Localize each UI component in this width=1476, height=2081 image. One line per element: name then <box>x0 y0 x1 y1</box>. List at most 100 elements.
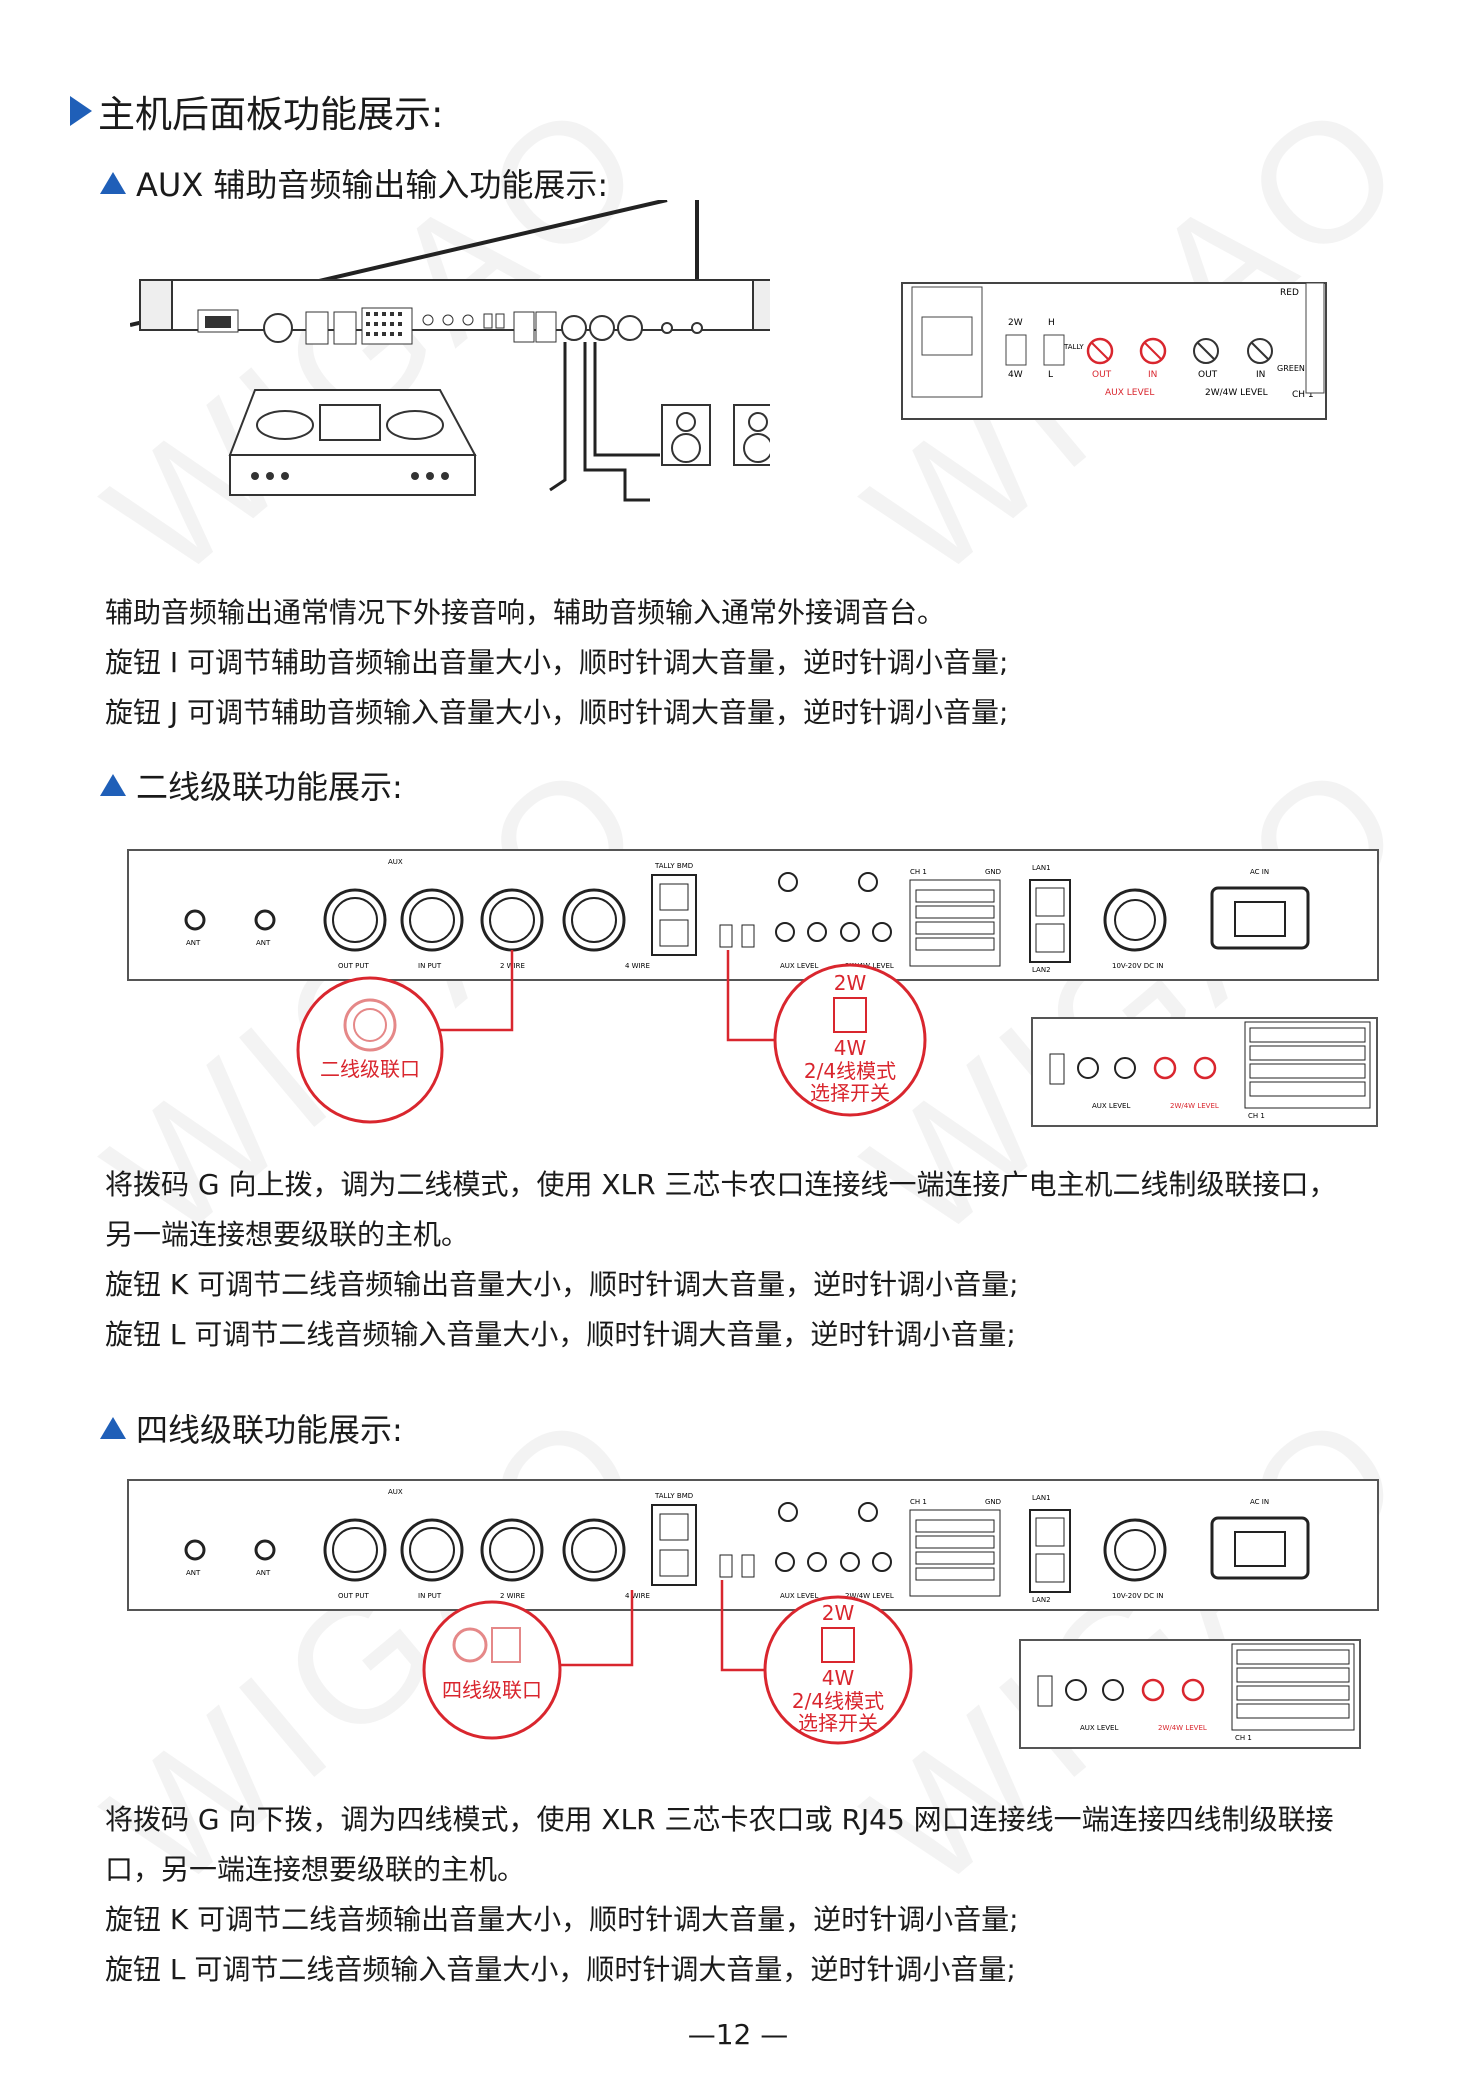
section-heading-text: 四线级联功能展示: <box>136 1411 403 1449</box>
paragraph-line: 口，另一端连接想要级联的主机。 <box>105 1853 526 1886</box>
triangle-right-icon <box>70 96 92 126</box>
svg-text:IN: IN <box>1256 370 1265 380</box>
svg-text:ANT: ANT <box>256 1569 271 1577</box>
svg-text:TALLY BMD: TALLY BMD <box>654 1492 693 1500</box>
svg-text:TALLY: TALLY <box>1063 343 1084 351</box>
svg-text:4W: 4W <box>822 1666 855 1690</box>
svg-text:RED: RED <box>1280 288 1299 298</box>
two-wire-description: 将拨码 G 向上拨，调为二线模式，使用 XLR 三芯卡农口连接线一端连接广电主机… <box>105 1160 1337 1360</box>
paragraph-line: 旋钮 K 可调节二线音频输出音量大小，顺时针调大音量，逆时针调小音量; <box>105 1903 1019 1936</box>
paragraph-line: 将拨码 G 向下拨，调为四线模式，使用 XLR 三芯卡农口或 RJ45 网口连接… <box>105 1803 1334 1836</box>
level-detail-inset: AUX LEVEL 2W/4W LEVEL CH 1 <box>1019 1639 1361 1749</box>
svg-text:IN PUT: IN PUT <box>418 1592 442 1600</box>
svg-text:H: H <box>1048 318 1055 328</box>
svg-text:OUT: OUT <box>1198 370 1218 380</box>
triangle-up-icon <box>100 1417 126 1439</box>
svg-text:GREEN: GREEN <box>1277 364 1305 373</box>
four-wire-description: 将拨码 G 向下拨，调为四线模式，使用 XLR 三芯卡农口或 RJ45 网口连接… <box>105 1795 1334 1995</box>
two-wire-diagram: ANT ANT AUX OUT PUT IN PUT 2 WIRE 4 WIRE… <box>127 849 1379 1127</box>
callout-circle <box>773 963 927 1117</box>
svg-text:ANT: ANT <box>186 1569 201 1577</box>
mixer-icon <box>228 389 477 496</box>
four-wire-diagram: ANT ANT AUX OUT PUT IN PUT 2 WIRE 4 WIRE… <box>127 1479 1379 1749</box>
svg-text:2 WIRE: 2 WIRE <box>500 1592 525 1600</box>
callout-circle <box>763 1595 913 1745</box>
callout-circle <box>422 1600 562 1740</box>
svg-text:AC IN: AC IN <box>1250 868 1269 876</box>
svg-text:GND: GND <box>985 868 1001 876</box>
triangle-up-icon <box>100 774 126 796</box>
svg-text:AUX LEVEL: AUX LEVEL <box>780 1592 818 1600</box>
svg-text:CH 1: CH 1 <box>1292 390 1314 400</box>
aux-level-detail-panel: 2W 4W H L TALLY OUT IN OUT IN AUX LEVEL … <box>901 282 1327 420</box>
section-heading-aux: AUX 辅助音频输出输入功能展示: <box>100 160 608 206</box>
svg-text:2W/4W LEVEL: 2W/4W LEVEL <box>1205 388 1268 398</box>
rear-panel: ANT ANT AUX OUT PUT IN PUT 2 WIRE 4 WIRE… <box>127 1479 1379 1611</box>
page-title-text: 主机后面板功能展示: <box>98 93 444 136</box>
paragraph-line: 旋钮 L 可调节二线音频输入音量大小，顺时针调大音量，逆时针调小音量; <box>105 1953 1016 1986</box>
paragraph-line: 另一端连接想要级联的主机。 <box>105 1218 470 1251</box>
section-heading-four-wire: 四线级联功能展示: <box>100 1405 403 1451</box>
svg-text:GND: GND <box>985 1498 1001 1506</box>
svg-text:二线级联口: 二线级联口 <box>320 1057 420 1081</box>
svg-text:4 WIRE: 4 WIRE <box>625 1592 650 1600</box>
svg-text:IN: IN <box>1148 370 1157 380</box>
svg-text:LAN2: LAN2 <box>1032 1596 1051 1604</box>
rack-unit-icon <box>139 279 770 345</box>
svg-text:LAN2: LAN2 <box>1032 966 1051 974</box>
svg-text:4W: 4W <box>1008 370 1023 380</box>
svg-text:LAN1: LAN1 <box>1032 1494 1051 1502</box>
aux-description: 辅助音频输出通常情况下外接音响，辅助音频输入通常外接调音台。 旋钮 I 可调节辅… <box>105 588 1009 738</box>
svg-text:四线级联口: 四线级联口 <box>442 1678 542 1702</box>
svg-text:ANT: ANT <box>256 939 271 947</box>
section-heading-text: AUX 辅助音频输出输入功能展示: <box>136 166 609 204</box>
svg-text:OUT PUT: OUT PUT <box>338 962 369 970</box>
svg-text:4W: 4W <box>834 1036 867 1060</box>
svg-text:ANT: ANT <box>186 939 201 947</box>
svg-text:选择开关: 选择开关 <box>798 1711 878 1735</box>
svg-text:2W: 2W <box>822 1601 855 1625</box>
paragraph-line: 辅助音频输出通常情况下外接音响，辅助音频输入通常外接调音台。 <box>105 596 946 629</box>
svg-text:IN PUT: IN PUT <box>418 962 442 970</box>
triangle-up-icon <box>100 172 126 194</box>
svg-text:2W/4W LEVEL: 2W/4W LEVEL <box>1158 1724 1207 1732</box>
svg-text:10V-20V DC IN: 10V-20V DC IN <box>1112 1592 1164 1600</box>
speaker-icon <box>661 404 711 466</box>
paragraph-line: 旋钮 J 可调节辅助音频输入音量大小，顺时针调大音量，逆时针调小音量; <box>105 696 1009 729</box>
svg-text:CH 1: CH 1 <box>910 868 927 876</box>
svg-text:AUX LEVEL: AUX LEVEL <box>1080 1724 1118 1732</box>
svg-text:2W/4W LEVEL: 2W/4W LEVEL <box>1170 1102 1219 1110</box>
svg-text:10V-20V DC IN: 10V-20V DC IN <box>1112 962 1164 970</box>
svg-text:AUX: AUX <box>388 1488 403 1496</box>
section-heading-two-wire: 二线级联功能展示: <box>100 762 403 808</box>
svg-text:AUX LEVEL: AUX LEVEL <box>1092 1102 1130 1110</box>
svg-text:2W: 2W <box>834 971 867 995</box>
svg-text:2W: 2W <box>1008 318 1023 328</box>
terminal-block <box>915 889 995 951</box>
paragraph-line: 旋钮 K 可调节二线音频输出音量大小，顺时针调大音量，逆时针调小音量; <box>105 1268 1019 1301</box>
rear-panel: ANT ANT AUX OUT PUT IN PUT 2 WIRE 4 WIRE… <box>127 849 1379 981</box>
page-number: —12 — <box>687 2018 789 2051</box>
svg-text:4 WIRE: 4 WIRE <box>625 962 650 970</box>
svg-text:2W/4W LEVEL: 2W/4W LEVEL <box>845 1592 894 1600</box>
svg-text:L: L <box>1048 370 1053 380</box>
svg-text:LAN1: LAN1 <box>1032 864 1051 872</box>
aux-connection-diagram <box>130 200 770 502</box>
svg-text:CH 1: CH 1 <box>1235 1734 1252 1742</box>
svg-text:2W/4W LEVEL: 2W/4W LEVEL <box>845 962 894 970</box>
svg-text:AUX LEVEL: AUX LEVEL <box>780 962 818 970</box>
paragraph-line: 旋钮 L 可调节二线音频输入音量大小，顺时针调大音量，逆时针调小音量; <box>105 1318 1016 1351</box>
svg-text:TALLY BMD: TALLY BMD <box>654 862 693 870</box>
svg-text:CH 1: CH 1 <box>1248 1112 1265 1120</box>
svg-text:CH 1: CH 1 <box>910 1498 927 1506</box>
svg-text:OUT: OUT <box>1092 370 1112 380</box>
svg-text:AUX: AUX <box>388 858 403 866</box>
svg-text:选择开关: 选择开关 <box>810 1081 890 1105</box>
paragraph-line: 将拨码 G 向上拨，调为二线模式，使用 XLR 三芯卡农口连接线一端连接广电主机… <box>105 1168 1337 1201</box>
section-heading-text: 二线级联功能展示: <box>136 768 403 806</box>
svg-text:OUT PUT: OUT PUT <box>338 1592 369 1600</box>
speaker-icon <box>733 404 770 466</box>
svg-text:AUX LEVEL: AUX LEVEL <box>1105 388 1154 398</box>
svg-text:2/4线模式: 2/4线模式 <box>804 1059 896 1083</box>
svg-text:2/4线模式: 2/4线模式 <box>792 1689 884 1713</box>
